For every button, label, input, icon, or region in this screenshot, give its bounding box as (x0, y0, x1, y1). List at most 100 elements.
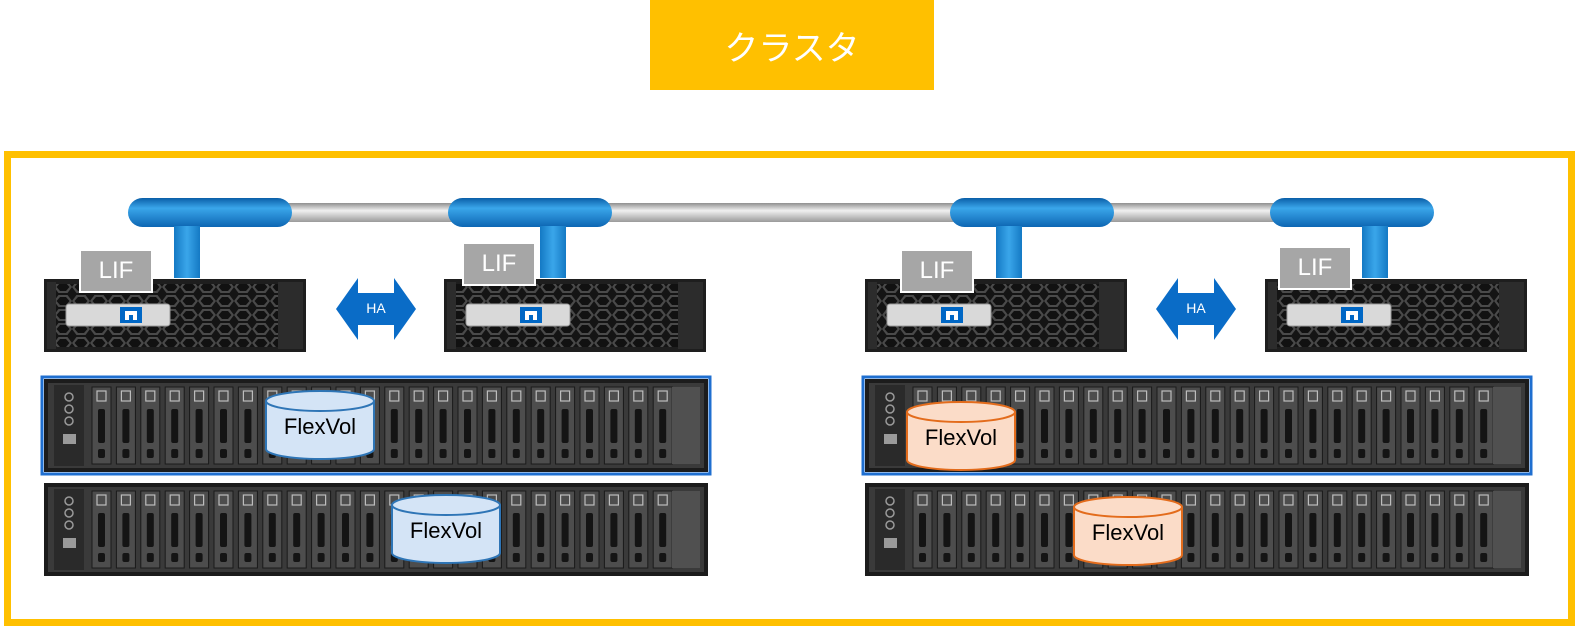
drive-latch-icon (169, 390, 180, 402)
drive-led (146, 449, 154, 458)
drive-latch-icon (1112, 390, 1123, 402)
drive-latch-icon (966, 494, 977, 506)
drive-led (1431, 449, 1439, 458)
drive-led (610, 553, 618, 562)
drive-bay (1156, 386, 1177, 465)
drive-bay (213, 386, 234, 465)
drive-latch-icon (1088, 390, 1099, 402)
drive-slot (244, 513, 252, 547)
network-stem (996, 226, 1022, 278)
drive-bay (1205, 490, 1226, 569)
drive-led (1163, 449, 1170, 458)
drive-slot (317, 513, 325, 547)
lif-tag: LIF (1278, 246, 1352, 290)
drive-bay (1058, 386, 1079, 465)
volume-cylinder-icon (265, 401, 375, 460)
drive-latch-icon (966, 390, 977, 402)
drive-bay (1424, 386, 1445, 465)
drive-slot (1016, 513, 1024, 547)
drive-led (586, 553, 593, 562)
drive-slot (98, 409, 105, 443)
drive-latch-icon (1307, 390, 1319, 402)
disk-shelf: FlexVol (44, 483, 708, 576)
drive-slot (122, 513, 130, 547)
drive-bay (384, 386, 405, 465)
drive-latch-icon (1185, 494, 1197, 506)
drive-led (146, 553, 154, 562)
ha-arrow: HA (336, 278, 416, 340)
drive-slot (464, 409, 471, 443)
drive-bay (140, 386, 161, 465)
storage-controller: LIF (1265, 246, 1527, 352)
drive-slot (1211, 409, 1219, 443)
drive-slot (610, 513, 618, 547)
drive-latch-icon (1454, 390, 1465, 402)
drive-slot (1455, 409, 1463, 443)
drive-bay (213, 490, 234, 569)
drive-bay (1010, 490, 1031, 569)
drive-latch-icon (535, 390, 546, 402)
drive-bay (408, 386, 429, 465)
drive-slot (1065, 409, 1073, 443)
double-arrow-icon (1156, 278, 1236, 340)
drive-led (1187, 553, 1195, 562)
drive-slot (1455, 513, 1463, 547)
ha-arrow: HA (1156, 278, 1236, 340)
drive-bay (555, 386, 576, 465)
drive-bay (912, 490, 933, 569)
lif-box (1278, 246, 1352, 290)
lif-label: LIF (99, 257, 134, 284)
drive-bay (433, 386, 454, 465)
shelf-ear (672, 387, 700, 464)
drive-bay (652, 386, 673, 465)
drive-led (1114, 449, 1122, 458)
drive-slot (244, 409, 252, 443)
drive-bay (1473, 490, 1494, 569)
lif-box (900, 249, 974, 293)
drive-slot (1382, 409, 1390, 443)
drive-led (244, 553, 252, 562)
drive-led (1309, 553, 1317, 562)
drive-latch-icon (941, 494, 953, 506)
drive-slot (1260, 513, 1268, 547)
drive-bay (1205, 386, 1226, 465)
volume-cylinder-icon (391, 505, 501, 564)
controller-ear (1499, 282, 1524, 349)
controller-handle (65, 303, 171, 327)
lif-label: LIF (1298, 254, 1333, 281)
drive-bay (1180, 490, 1201, 569)
drive-bay (335, 490, 356, 569)
disk-shelf: FlexVol (40, 375, 712, 476)
drive-led (1407, 553, 1414, 562)
drive-latch-icon (657, 390, 668, 402)
controller-handle (465, 303, 571, 327)
shelf-led-icon (64, 520, 74, 530)
controller-ear (1268, 282, 1277, 349)
drive-latch-icon (96, 390, 107, 402)
drive-latch-icon (242, 390, 253, 402)
drive-bay (603, 386, 624, 465)
drive-latch-icon (559, 390, 571, 402)
drive-led (1236, 553, 1244, 562)
drive-slot (1236, 513, 1244, 547)
drive-latch-icon (1307, 494, 1319, 506)
network-stem (540, 226, 566, 278)
controller-ear (447, 282, 456, 349)
drive-slot (537, 513, 545, 547)
cluster-boundary (4, 151, 1575, 626)
controller-ear (868, 282, 877, 349)
drive-latch-icon (120, 494, 132, 506)
drive-latch-icon (941, 390, 953, 402)
drive-slot (1407, 513, 1414, 547)
lif-label: LIF (482, 250, 517, 277)
drive-slot (439, 409, 447, 443)
drive-bay (936, 490, 957, 569)
drive-slot (512, 409, 520, 443)
drive-bay (189, 490, 210, 569)
drive-latch-icon (1405, 494, 1416, 506)
drive-bay (1400, 490, 1421, 569)
drive-latch-icon (608, 494, 620, 506)
network-stem (1362, 226, 1388, 278)
volume-label: FlexVol (925, 425, 997, 450)
